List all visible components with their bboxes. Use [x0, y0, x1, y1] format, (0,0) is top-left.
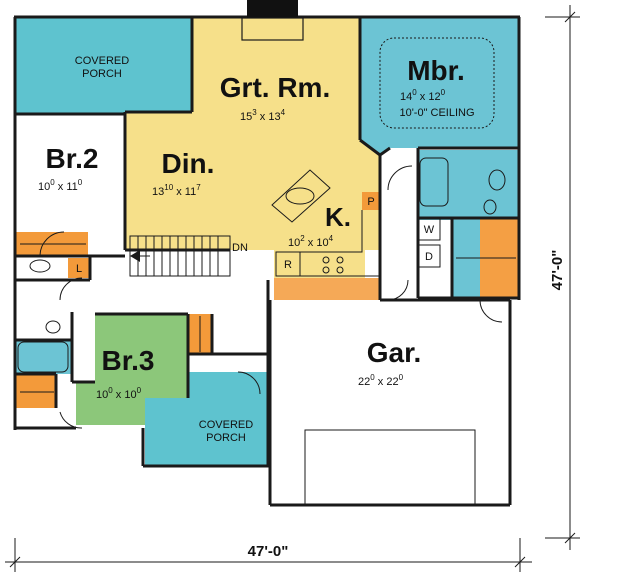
bedroom2-name: Br.2 [46, 143, 99, 174]
great-room-dims: 153 x 134 [240, 108, 286, 123]
walls [13, 0, 521, 507]
covered-porch-top-line1: COVERED [75, 55, 129, 67]
master-ceiling-note: 10'-0" CEILING [399, 107, 474, 119]
refrigerator-label: R [284, 259, 292, 271]
stairs [129, 235, 231, 277]
overall-width-label: 47'-0" [248, 543, 289, 560]
covered-porch-top-fill [16, 18, 192, 114]
kitchen-island [271, 169, 331, 223]
garage-strip-fill [274, 278, 380, 300]
dryer-label: D [425, 251, 433, 263]
covered-porch-top-line2: PORCH [82, 68, 122, 80]
laundry-label: L [76, 263, 82, 275]
bedroom3-fill [76, 314, 188, 425]
bedroom2-dims: 100 x 110 [38, 178, 83, 193]
covered-porch-front-line1: COVERED [199, 419, 253, 431]
master-bedroom-name: Mbr. [407, 55, 465, 86]
bedroom3-closet-fill [16, 374, 56, 408]
covered-porch-front-fill [145, 372, 268, 465]
bedroom3-name: Br.3 [102, 345, 155, 376]
pantry-label: P [367, 196, 374, 208]
washer-label: W [424, 224, 435, 236]
stairs-label: DN [232, 242, 248, 254]
overall-depth-label: 47'-0" [549, 250, 566, 291]
covered-porch-front-line2: PORCH [206, 432, 246, 444]
kitchen-dims: 102 x 104 [288, 234, 334, 249]
great-room-name: Grt. Rm. [220, 72, 330, 103]
fireplace [247, 0, 298, 18]
master-bedroom-dims: 140 x 120 [400, 88, 446, 103]
garage-dims: 220 x 220 [358, 373, 404, 388]
master-bath-fill [418, 150, 518, 220]
refrigerator-fill [275, 251, 301, 277]
bedroom3-dims: 100 x 100 [96, 386, 142, 401]
dimension-lines [5, 5, 580, 572]
great-room-fill [125, 18, 380, 278]
fixtures [17, 37, 516, 429]
hall-bath-fill [16, 340, 72, 374]
kitchen-name: K. [325, 202, 351, 232]
dining-name: Din. [162, 148, 215, 179]
dining-dims: 1310 x 117 [152, 183, 201, 198]
master-bedroom-fill [360, 18, 518, 155]
laundry-fill [68, 258, 90, 278]
pantry-fill [362, 192, 380, 210]
garage-name: Gar. [367, 337, 421, 368]
